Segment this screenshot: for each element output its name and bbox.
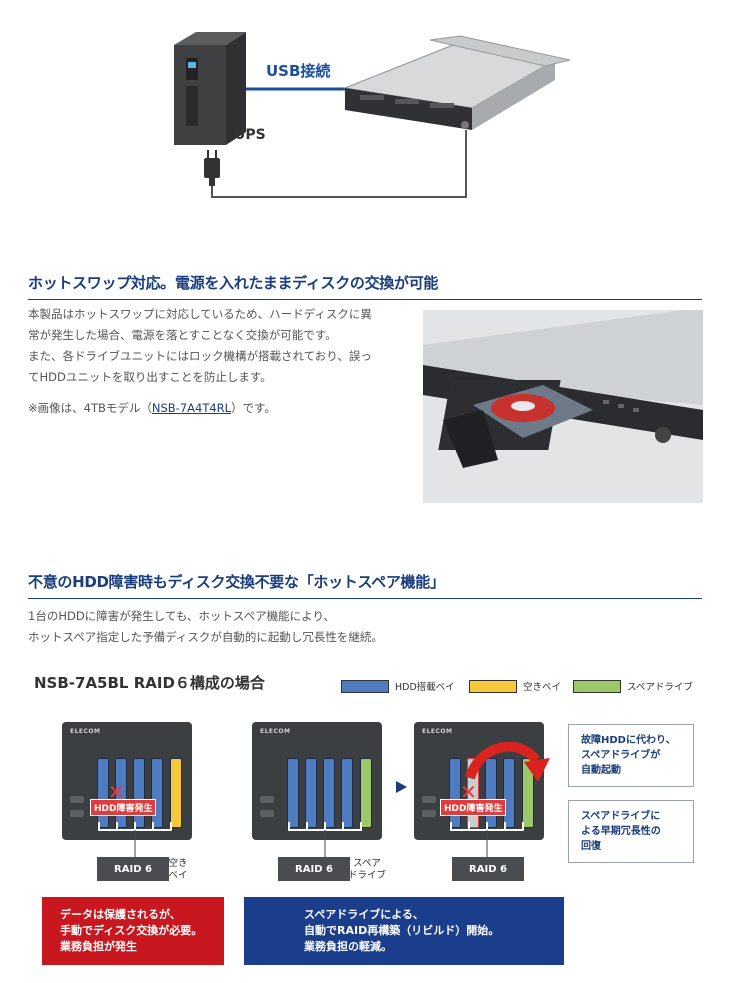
failure-label: HDD障害発生 bbox=[440, 799, 507, 816]
failure-label: HDD障害発生 bbox=[90, 799, 157, 816]
rebuild-arrow-icon bbox=[465, 741, 550, 782]
note-left-line-2: 手動でディスク交換が必要。 bbox=[60, 924, 203, 937]
callout-redundancy-line-1: スペアドライブに bbox=[581, 811, 661, 822]
drive-bay bbox=[151, 758, 163, 828]
failure-x-icon: ✕ bbox=[460, 780, 477, 804]
model-note-suffix: ）です。 bbox=[231, 401, 276, 415]
nas-logo: ELECOM bbox=[70, 728, 101, 735]
drive-bay bbox=[323, 758, 335, 828]
note-manual-replacement: データは保護されるが、 手動でディスク交換が必要。 業務負担が発生 bbox=[42, 897, 224, 965]
empty-bay bbox=[170, 758, 182, 828]
drive-bay bbox=[287, 758, 299, 828]
raid-label-2: RAID 6 bbox=[278, 857, 350, 881]
hotswap-heading: ホットスワップ対応。電源を入れたままディスクの交換が可能 bbox=[28, 272, 702, 300]
usb-connection-diagram bbox=[174, 32, 571, 198]
hotswap-photo bbox=[423, 310, 703, 503]
spare-drive-label-line-2: ドライブ bbox=[347, 870, 386, 881]
hotswap-description: 本製品はホットスワップに対応しているため、ハードディスクに異 常が発生した場合、… bbox=[28, 304, 414, 388]
drive-bay bbox=[341, 758, 353, 828]
legend-spare-drive: スペアドライブ bbox=[573, 679, 693, 693]
nas-logo: ELECOM bbox=[260, 728, 291, 735]
arrow-right-icon bbox=[396, 781, 407, 793]
spare-drive-label-line-1: スペア bbox=[353, 858, 381, 869]
hotswap-line-3: また、各ドライブユニットにはロック機構が搭載されており、誤っ bbox=[28, 349, 372, 363]
hotspare-line-2: ホットスペア指定した予備ディスクが自動的に起動し冗長性を継続。 bbox=[28, 630, 383, 644]
spare-drive-label: スペア ドライブ bbox=[345, 858, 389, 882]
callout-auto-start-line-2: スペアドライブが bbox=[581, 750, 661, 761]
note-left-line-1: データは保護されるが、 bbox=[60, 908, 181, 921]
callout-auto-start-line-1: 故障HDDに代わり、 bbox=[581, 735, 676, 746]
note-auto-rebuild: スペアドライブによる、 自動でRAID再構築（リビルド）開始。 業務負担の軽減。 bbox=[244, 897, 564, 965]
legend-label-empty: 空きベイ bbox=[523, 682, 562, 693]
raid-label-1: RAID 6 bbox=[97, 857, 169, 881]
callout-auto-start: 故障HDDに代わり、 スペアドライブが 自動起動 bbox=[568, 724, 694, 787]
raid-bracket bbox=[98, 822, 172, 858]
callout-redundancy-line-2: よる早期冗長性の bbox=[581, 826, 661, 837]
legend-swatch-empty bbox=[469, 679, 517, 693]
raid-label-3: RAID 6 bbox=[452, 857, 524, 881]
callout-auto-start-line-3: 自動起動 bbox=[581, 765, 621, 776]
legend-empty-bay: 空きベイ bbox=[469, 679, 561, 693]
nas-button bbox=[260, 810, 274, 817]
empty-bay-label-line-2: ベイ bbox=[168, 870, 188, 881]
rack-server-icon bbox=[343, 35, 571, 130]
note-right-line-2: 自動でRAID再構築（リビルド）開始。 bbox=[304, 924, 500, 937]
callout-redundancy-line-3: 回復 bbox=[581, 841, 601, 852]
ups-device-icon bbox=[174, 32, 246, 145]
nas-logo: ELECOM bbox=[422, 728, 453, 735]
nas-button bbox=[260, 796, 274, 803]
legend-swatch-hdd bbox=[341, 679, 389, 693]
model-note-prefix: ※画像は、4TBモデル（ bbox=[28, 401, 152, 415]
spare-bay bbox=[360, 758, 372, 828]
nas-button bbox=[422, 796, 436, 803]
callout-redundancy: スペアドライブに よる早期冗長性の 回復 bbox=[568, 800, 694, 863]
legend-hdd-bay: HDD搭載ベイ bbox=[341, 679, 455, 693]
raid-bracket bbox=[450, 822, 524, 858]
note-right-line-1: スペアドライブによる、 bbox=[304, 908, 424, 921]
hdd-tray-icon bbox=[443, 385, 593, 468]
nas-button bbox=[70, 796, 84, 803]
legend-label-hdd: HDD搭載ベイ bbox=[395, 682, 455, 693]
drive-bay bbox=[305, 758, 317, 828]
nas-unit-1: ELECOM bbox=[62, 722, 192, 840]
failure-x-icon: ✕ bbox=[108, 780, 125, 804]
hotspare-line-1: 1台のHDDに障害が発生しても、ホットスペア機能により、 bbox=[28, 609, 335, 623]
empty-bay-label-line-1: 空き bbox=[168, 858, 188, 869]
hotswap-line-1: 本製品はホットスワップに対応しているため、ハードディスクに異 bbox=[28, 307, 372, 321]
note-left-line-3: 業務負担が発生 bbox=[60, 940, 137, 953]
hotswap-line-2: 常が発生した場合、電源を落とすことなく交換が可能です。 bbox=[28, 328, 337, 342]
raid-bracket bbox=[288, 822, 362, 858]
drive-bay bbox=[133, 758, 145, 828]
legend-swatch-spare bbox=[573, 679, 621, 693]
hotspare-description: 1台のHDDに障害が発生しても、ホットスペア機能により、 ホットスペア指定した予… bbox=[28, 606, 628, 648]
empty-bay-label: 空き ベイ bbox=[163, 858, 193, 882]
hotswap-line-4: てHDDユニットを取り出すことを防止します。 bbox=[28, 370, 272, 384]
nas-button bbox=[70, 810, 84, 817]
config-title: NSB-7A5BL RAID６構成の場合 bbox=[34, 674, 265, 692]
usb-connection-label: USB接続 bbox=[266, 62, 331, 80]
model-note: ※画像は、4TBモデル（NSB-7A4T4RL）です。 bbox=[28, 398, 414, 419]
model-link[interactable]: NSB-7A4T4RL bbox=[151, 401, 232, 415]
nas-button bbox=[422, 810, 436, 817]
legend-label-spare: スペアドライブ bbox=[627, 682, 693, 693]
ups-label: UPS bbox=[234, 127, 266, 143]
power-plug-icon bbox=[204, 150, 220, 186]
nas-unit-2: ELECOM bbox=[252, 722, 382, 840]
note-right-line-3: 業務負担の軽減。 bbox=[304, 940, 392, 953]
hotspare-heading: 不意のHDD障害時もディスク交換不要な「ホットスペア機能」 bbox=[28, 571, 702, 599]
